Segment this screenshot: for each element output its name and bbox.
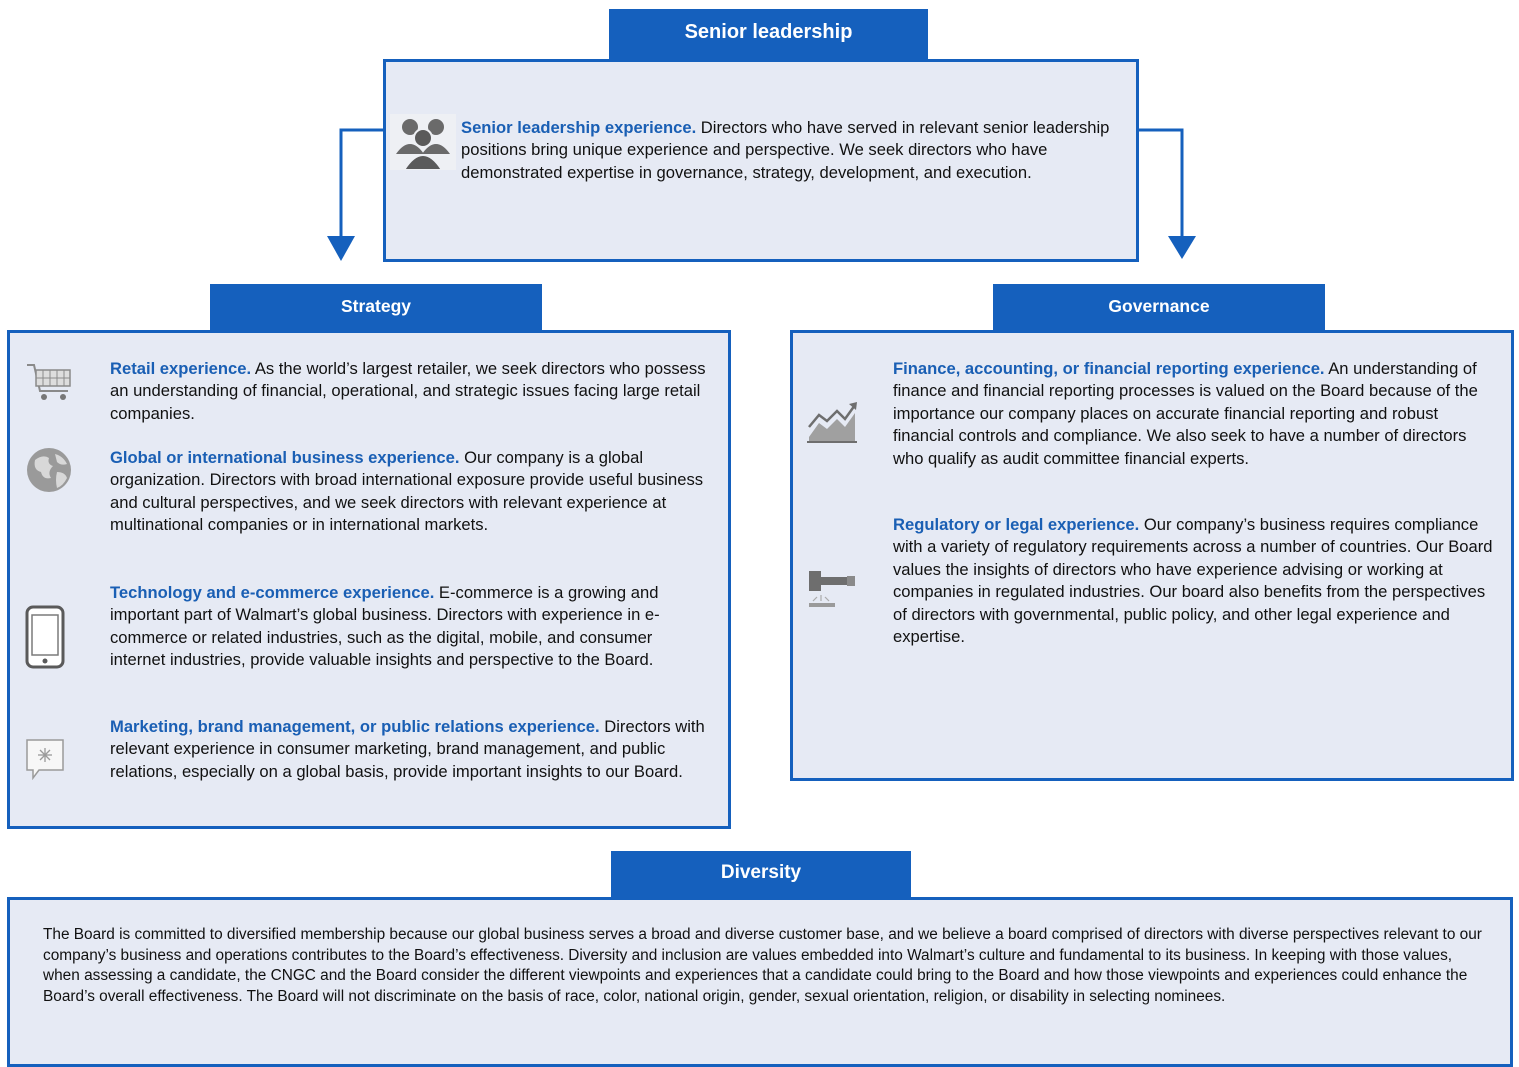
governance-item-finance-text: An understanding of finance and financia… (893, 359, 1478, 468)
senior-leadership-header: Senior leadership (609, 9, 928, 59)
strategy-item-marketing-lead: Marketing, brand management, or public r… (110, 717, 600, 736)
strategy-item-technology: Technology and e-commerce experience. E-… (110, 582, 710, 672)
senior-leadership-text: Directors who have served in relevant se… (461, 118, 1110, 182)
speech-bubble-icon (26, 739, 64, 780)
strategy-header: Strategy (210, 284, 542, 330)
strategy-item-retail-text: As the world’s largest retailer, we seek… (110, 359, 706, 423)
strategy-item-technology-text: E-commerce is a growing and important pa… (110, 583, 660, 670)
strategy-item-marketing: Marketing, brand management, or public r… (110, 716, 710, 783)
shopping-cart-icon (27, 364, 71, 400)
governance-item-regulatory: Regulatory or legal experience. Our comp… (893, 514, 1493, 648)
governance-item-regulatory-text: Our company’s business requires complian… (893, 515, 1493, 647)
arrow-left-connector (327, 128, 384, 261)
strategy-item-global-lead: Global or international business experie… (110, 448, 460, 467)
strategy-item-retail-lead: Retail experience. (110, 359, 252, 378)
governance-item-finance-lead: Finance, accounting, or financial report… (893, 359, 1325, 378)
arrow-right-connector (1138, 128, 1196, 259)
diversity-panel: The Board is committed to diversified me… (7, 897, 1513, 1067)
people-group-icon (390, 114, 456, 170)
senior-leadership-lead: Senior leadership experience. (461, 118, 697, 137)
smartphone-icon (25, 605, 65, 669)
governance-header: Governance (993, 284, 1325, 330)
connector-arrows (327, 128, 1196, 261)
strategy-item-technology-lead: Technology and e-commerce experience. (110, 583, 435, 602)
chart-trend-icon (807, 402, 857, 443)
senior-leadership-item: Senior leadership experience. Directors … (461, 117, 1131, 184)
diversity-header: Diversity (611, 851, 911, 897)
globe-icon (27, 448, 71, 492)
governance-item-finance: Finance, accounting, or financial report… (893, 358, 1493, 470)
strategy-item-retail: Retail experience. As the world’s larges… (110, 358, 710, 425)
strategy-panel: Retail experience. As the world’s larges… (7, 330, 731, 829)
governance-panel: Finance, accounting, or financial report… (790, 330, 1514, 781)
gavel-icon (809, 571, 855, 607)
senior-leadership-panel: Senior leadership experience. Directors … (383, 59, 1139, 262)
strategy-item-global: Global or international business experie… (110, 447, 710, 537)
governance-item-regulatory-lead: Regulatory or legal experience. (893, 515, 1140, 534)
strategy-item-global-text: Our company is a global organization. Di… (110, 448, 704, 535)
strategy-item-marketing-text: Directors with relevant experience in co… (110, 717, 705, 781)
diversity-text: The Board is committed to diversified me… (43, 926, 1482, 1005)
